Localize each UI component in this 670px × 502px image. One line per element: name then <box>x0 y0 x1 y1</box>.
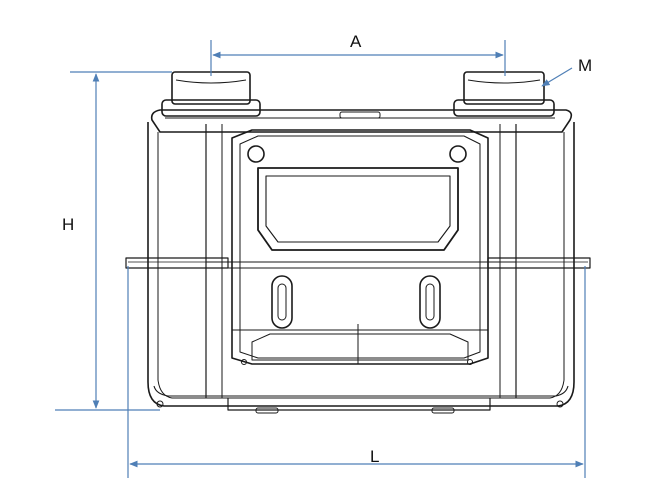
dim-label-l: L <box>370 447 379 466</box>
dim-m-leader <box>541 67 573 87</box>
top-cover <box>150 109 573 133</box>
dim-label-h: H <box>62 215 74 234</box>
screw-top-left <box>247 145 265 163</box>
outer-housing <box>147 122 575 407</box>
dim-label-a: A <box>350 32 362 51</box>
right-slot <box>419 275 441 329</box>
left-slot <box>271 275 293 329</box>
dim-label-m: M <box>578 56 592 75</box>
left-flange <box>125 257 229 269</box>
right-connector <box>453 71 555 117</box>
right-flange <box>487 257 591 269</box>
bottom-skirt <box>153 385 569 397</box>
meter-body <box>125 71 591 414</box>
dimension-lines <box>55 40 586 478</box>
screw-top-right <box>449 145 467 163</box>
register-housing <box>231 129 489 365</box>
display-window <box>257 167 459 251</box>
